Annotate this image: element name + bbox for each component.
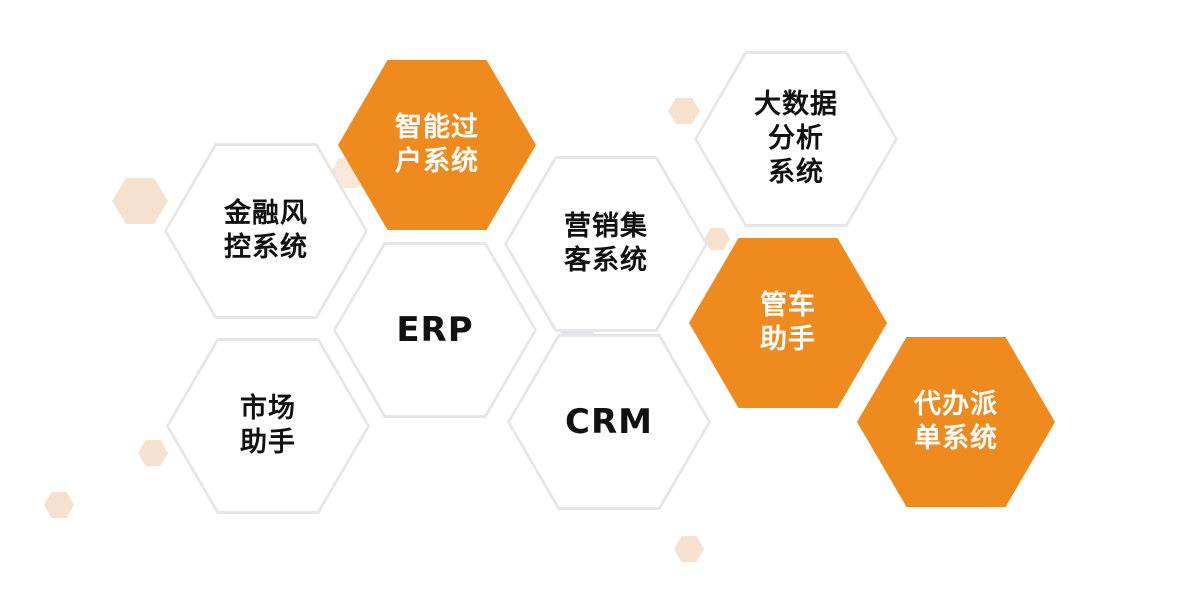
node-label: ERP	[396, 310, 474, 350]
node-shichang: 市场 助手	[169, 341, 367, 511]
node-label: 代办派 单系统	[914, 389, 998, 454]
node-label: 智能过 户系统	[395, 112, 479, 177]
node-daiban: 代办派 单系统	[857, 337, 1055, 507]
node-label: 市场 助手	[240, 393, 296, 458]
deco-hexagon	[674, 536, 704, 562]
deco-hexagon	[668, 98, 700, 124]
node-label: CRM	[565, 402, 653, 442]
deco-hexagon	[704, 228, 730, 250]
node-dashuju: 大数据 分析 系统	[697, 54, 895, 224]
node-label: 管车 助手	[760, 290, 816, 355]
node-erp: ERP	[336, 245, 534, 415]
node-crm: CRM	[510, 337, 708, 507]
node-guanche: 管车 助手	[689, 238, 887, 408]
node-zhinengguohu: 智能过 户系统	[338, 60, 536, 230]
node-label: 营销集 客系统	[564, 211, 648, 276]
node-label: 大数据 分析 系统	[754, 89, 838, 188]
deco-hexagon	[138, 440, 168, 466]
node-label: 金融风 控系统	[224, 198, 308, 263]
node-yingxiaojike: 营销集 客系统	[507, 159, 705, 329]
deco-hexagon	[44, 492, 74, 518]
deco-hexagon	[112, 178, 168, 224]
